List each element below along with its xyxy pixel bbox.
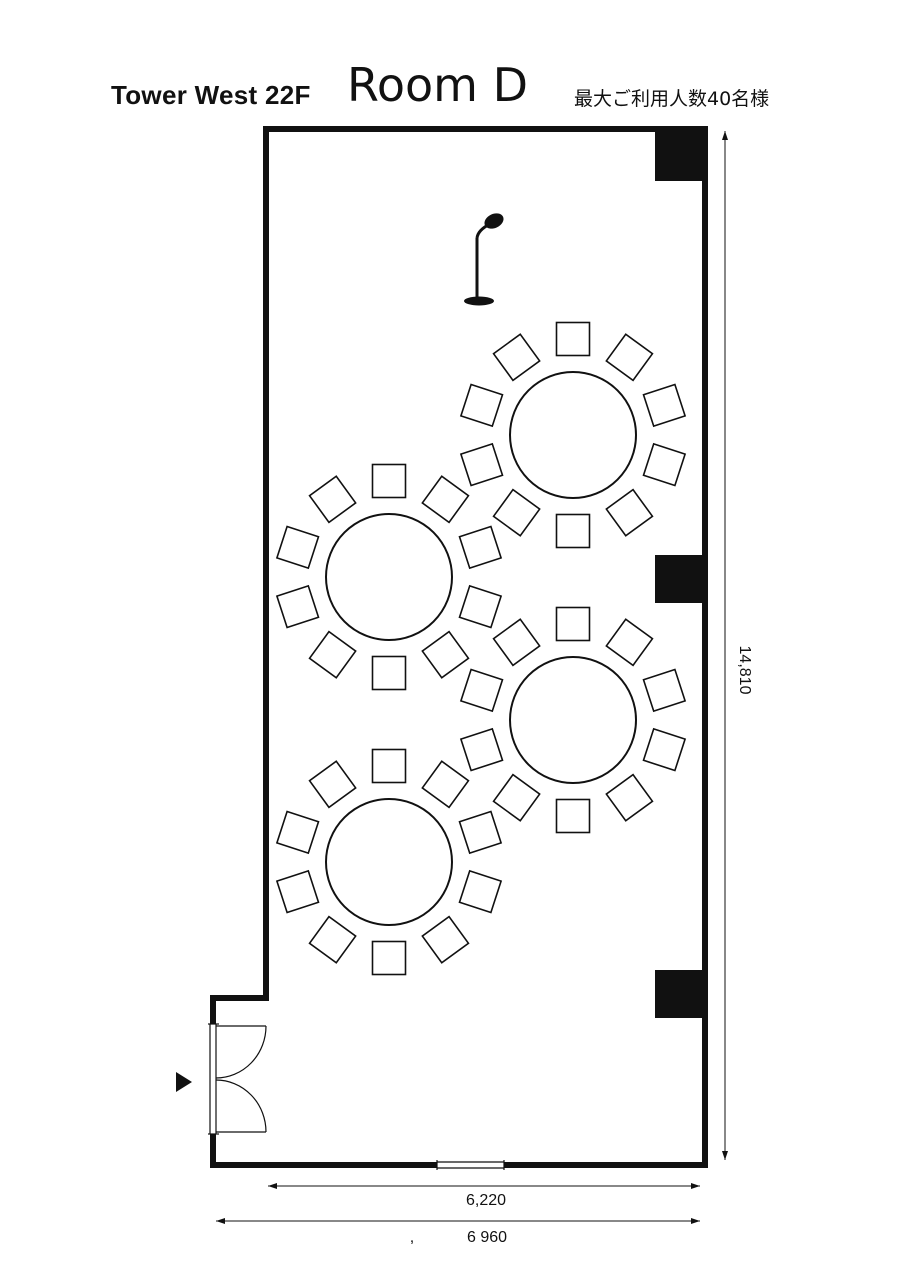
outer-width-label: 6 960 (467, 1229, 507, 1246)
dimension-outer-width (216, 1218, 700, 1224)
dimension-inner-width (268, 1183, 700, 1189)
entrance-arrow-icon (176, 1072, 192, 1092)
chair (642, 442, 687, 487)
chair (275, 810, 320, 855)
building-floor-label: Tower West 22F (111, 80, 311, 110)
inner-width-label: 6,220 (466, 1192, 506, 1209)
chair (458, 584, 503, 629)
chair (605, 488, 654, 537)
chair (275, 584, 320, 629)
outer-width-mark: , (410, 1229, 414, 1246)
seating-area (275, 321, 687, 976)
chair (275, 525, 320, 570)
chair (458, 810, 503, 855)
round-table (509, 656, 637, 784)
window-bottom (436, 1160, 505, 1170)
chair (308, 630, 357, 679)
chair (555, 321, 591, 357)
chair (555, 798, 591, 834)
chair (642, 727, 687, 772)
round-table (509, 371, 637, 499)
entrance-door (208, 1023, 267, 1135)
round-table (325, 798, 453, 926)
round-table-group (459, 606, 687, 834)
chair (555, 606, 591, 642)
chair (492, 488, 541, 537)
height-dimension-label: 14,810 (736, 646, 753, 695)
chair (308, 915, 357, 964)
chair (371, 655, 407, 691)
chair (421, 630, 470, 679)
chair (371, 748, 407, 784)
capacity-label: 最大ご利用人数40名様 (574, 88, 770, 110)
chair (421, 760, 470, 809)
chair (308, 760, 357, 809)
chair (459, 383, 504, 428)
chair (605, 333, 654, 382)
chair (492, 773, 541, 822)
chair (421, 915, 470, 964)
chair (371, 463, 407, 499)
chair (421, 475, 470, 524)
room-name: Room D (347, 58, 529, 112)
round-table (325, 513, 453, 641)
chair (459, 442, 504, 487)
round-table-group (275, 748, 503, 976)
room-wall (210, 126, 708, 1168)
chair (605, 773, 654, 822)
chair (492, 333, 541, 382)
chair (308, 475, 357, 524)
microphone-stand-icon (464, 213, 504, 306)
chair (458, 525, 503, 570)
chair (459, 727, 504, 772)
pillar-bottom-right (655, 970, 703, 1018)
chair (642, 668, 687, 713)
chair (642, 383, 687, 428)
dimension-height (722, 131, 728, 1160)
chair (371, 940, 407, 976)
chair (275, 869, 320, 914)
round-table-group (275, 463, 503, 691)
pillar-top-right (655, 130, 703, 181)
chair (458, 869, 503, 914)
chair (492, 618, 541, 667)
chair (605, 618, 654, 667)
pillar-middle-right (655, 555, 703, 603)
chair (459, 668, 504, 713)
round-table-group (459, 321, 687, 549)
chair (555, 513, 591, 549)
